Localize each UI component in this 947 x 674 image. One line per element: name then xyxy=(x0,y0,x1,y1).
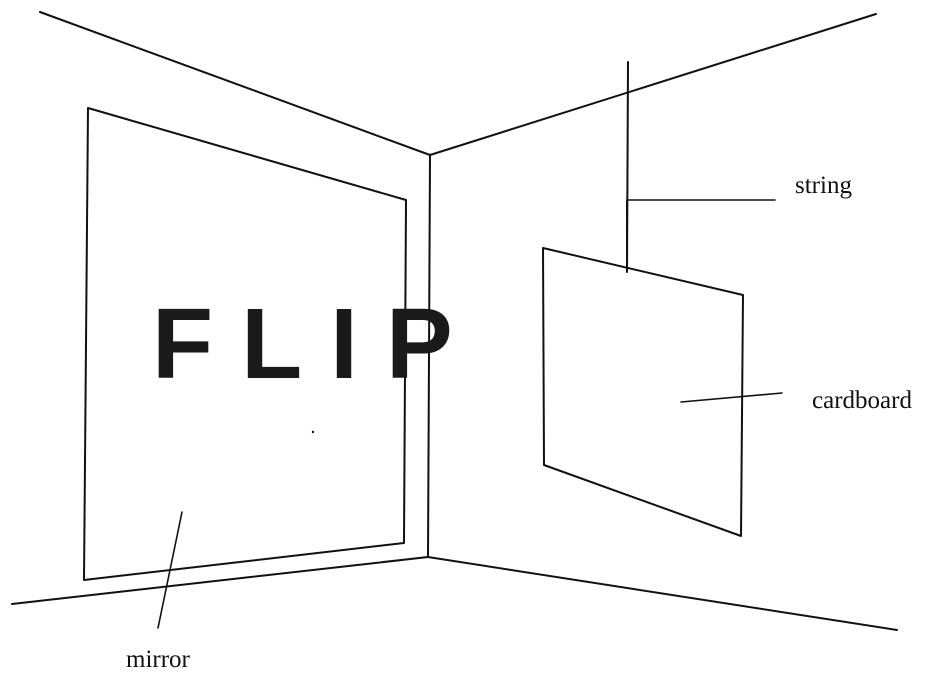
mirror: FLIP xyxy=(83,107,481,581)
string-label: string xyxy=(795,172,852,199)
mirror-speck xyxy=(311,430,315,434)
mirror-frame xyxy=(83,107,407,581)
callouts: string cardboard mirror xyxy=(126,172,912,673)
left-wall-ceiling-edge xyxy=(39,11,431,156)
mirror-text-flip: FLIP xyxy=(152,288,481,400)
cardboard-leader-line xyxy=(680,392,783,403)
right-wall-floor-edge xyxy=(427,556,898,631)
right-wall-ceiling-edge xyxy=(429,13,877,156)
hanging-cardboard xyxy=(542,61,744,537)
room-walls xyxy=(11,11,898,631)
cardboard-label: cardboard xyxy=(812,387,912,414)
left-wall-floor-edge xyxy=(11,556,429,605)
mirror-label: mirror xyxy=(126,646,191,673)
corner-vertical-edge xyxy=(427,154,431,558)
mirror-leader-line xyxy=(157,511,183,629)
cardboard xyxy=(542,247,744,537)
